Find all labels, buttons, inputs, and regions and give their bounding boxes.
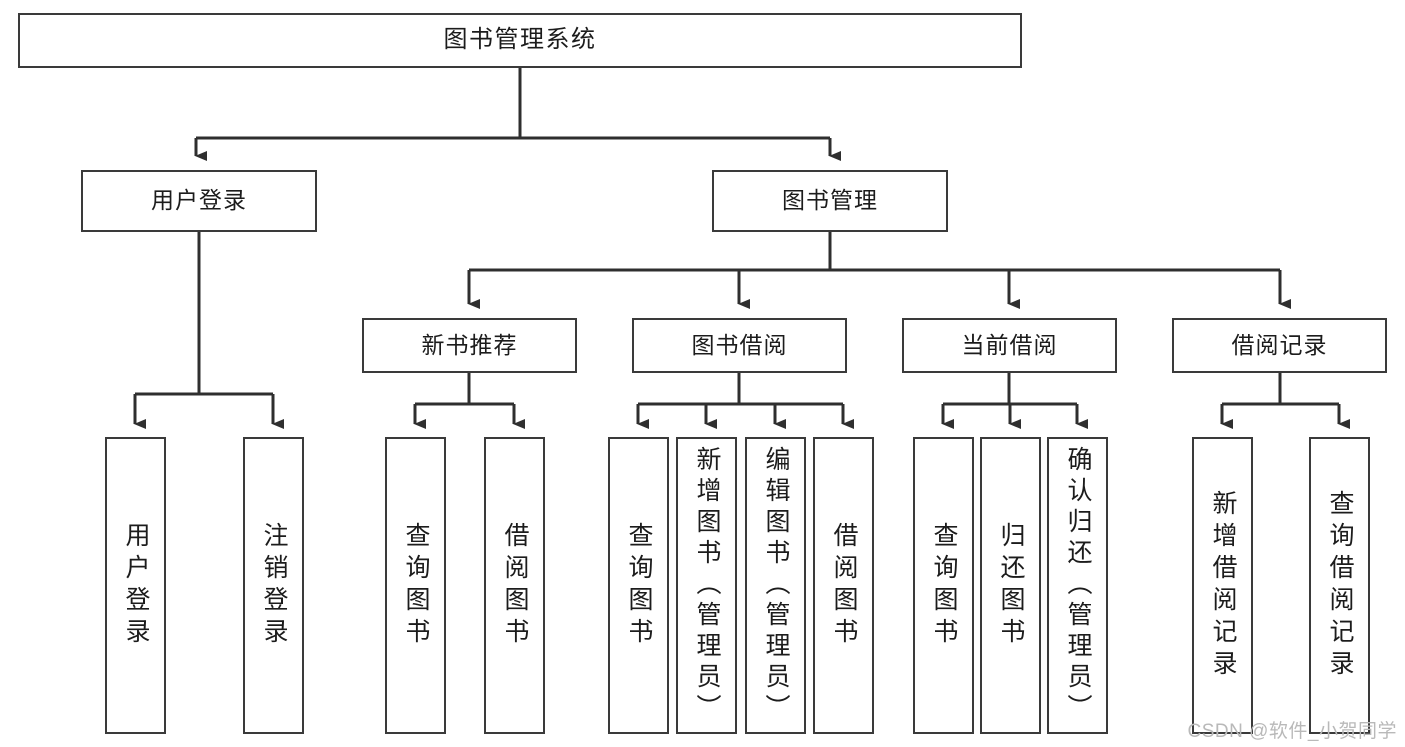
node-leaf-query-book[interactable]: 查询图书	[608, 437, 669, 734]
node-leaf-confirm-return-admin[interactable]: 确认归还（管理员）	[1047, 437, 1108, 734]
node-leaf-edit-book-admin[interactable]: 编辑图书（管理员）	[745, 437, 806, 734]
node-book-borrow[interactable]: 图书借阅	[632, 318, 847, 373]
node-label: 图书管理系统	[443, 26, 597, 54]
node-borrow-record[interactable]: 借阅记录	[1172, 318, 1387, 373]
node-label: 借阅记录	[1231, 331, 1328, 358]
node-label: 借阅图书	[830, 521, 858, 650]
node-label: 归还图书	[997, 521, 1025, 650]
node-leaf-query-book-rec[interactable]: 查询图书	[385, 437, 446, 734]
node-leaf-add-borrow-record[interactable]: 新增借阅记录	[1192, 437, 1253, 734]
node-label: 新增借阅记录	[1209, 489, 1237, 682]
node-label: 用户登录	[122, 521, 150, 650]
node-leaf-borrow-book-rec[interactable]: 借阅图书	[484, 437, 545, 734]
node-label: 查询图书	[625, 521, 653, 650]
node-user-login[interactable]: 用户登录	[81, 170, 317, 232]
node-label: 查询借阅记录	[1326, 489, 1354, 682]
node-leaf-return-book[interactable]: 归还图书	[980, 437, 1041, 734]
node-label: 新书推荐	[421, 331, 518, 358]
node-label: 查询图书	[930, 521, 958, 650]
node-leaf-user-login[interactable]: 用户登录	[105, 437, 166, 734]
node-label: 新增图书（管理员）	[693, 446, 721, 725]
node-leaf-add-book-admin[interactable]: 新增图书（管理员）	[676, 437, 737, 734]
node-leaf-query-book-current[interactable]: 查询图书	[913, 437, 974, 734]
node-leaf-query-borrow-record[interactable]: 查询借阅记录	[1309, 437, 1370, 734]
node-leaf-borrow-book[interactable]: 借阅图书	[813, 437, 874, 734]
node-label: 借阅图书	[501, 521, 529, 650]
node-label: 图书管理	[782, 187, 878, 214]
node-new-book-recommend[interactable]: 新书推荐	[362, 318, 577, 373]
node-current-borrow[interactable]: 当前借阅	[902, 318, 1117, 373]
node-leaf-logout[interactable]: 注销登录	[243, 437, 304, 734]
node-label: 确认归还（管理员）	[1064, 446, 1092, 725]
node-label: 当前借阅	[961, 331, 1058, 358]
node-book-manage[interactable]: 图书管理	[712, 170, 948, 232]
node-label: 编辑图书（管理员）	[762, 446, 790, 725]
node-label: 图书借阅	[691, 331, 788, 358]
node-label: 用户登录	[151, 187, 247, 214]
node-root-book-management-system[interactable]: 图书管理系统	[18, 13, 1022, 68]
node-label: 查询图书	[402, 521, 430, 650]
node-label: 注销登录	[260, 521, 288, 650]
